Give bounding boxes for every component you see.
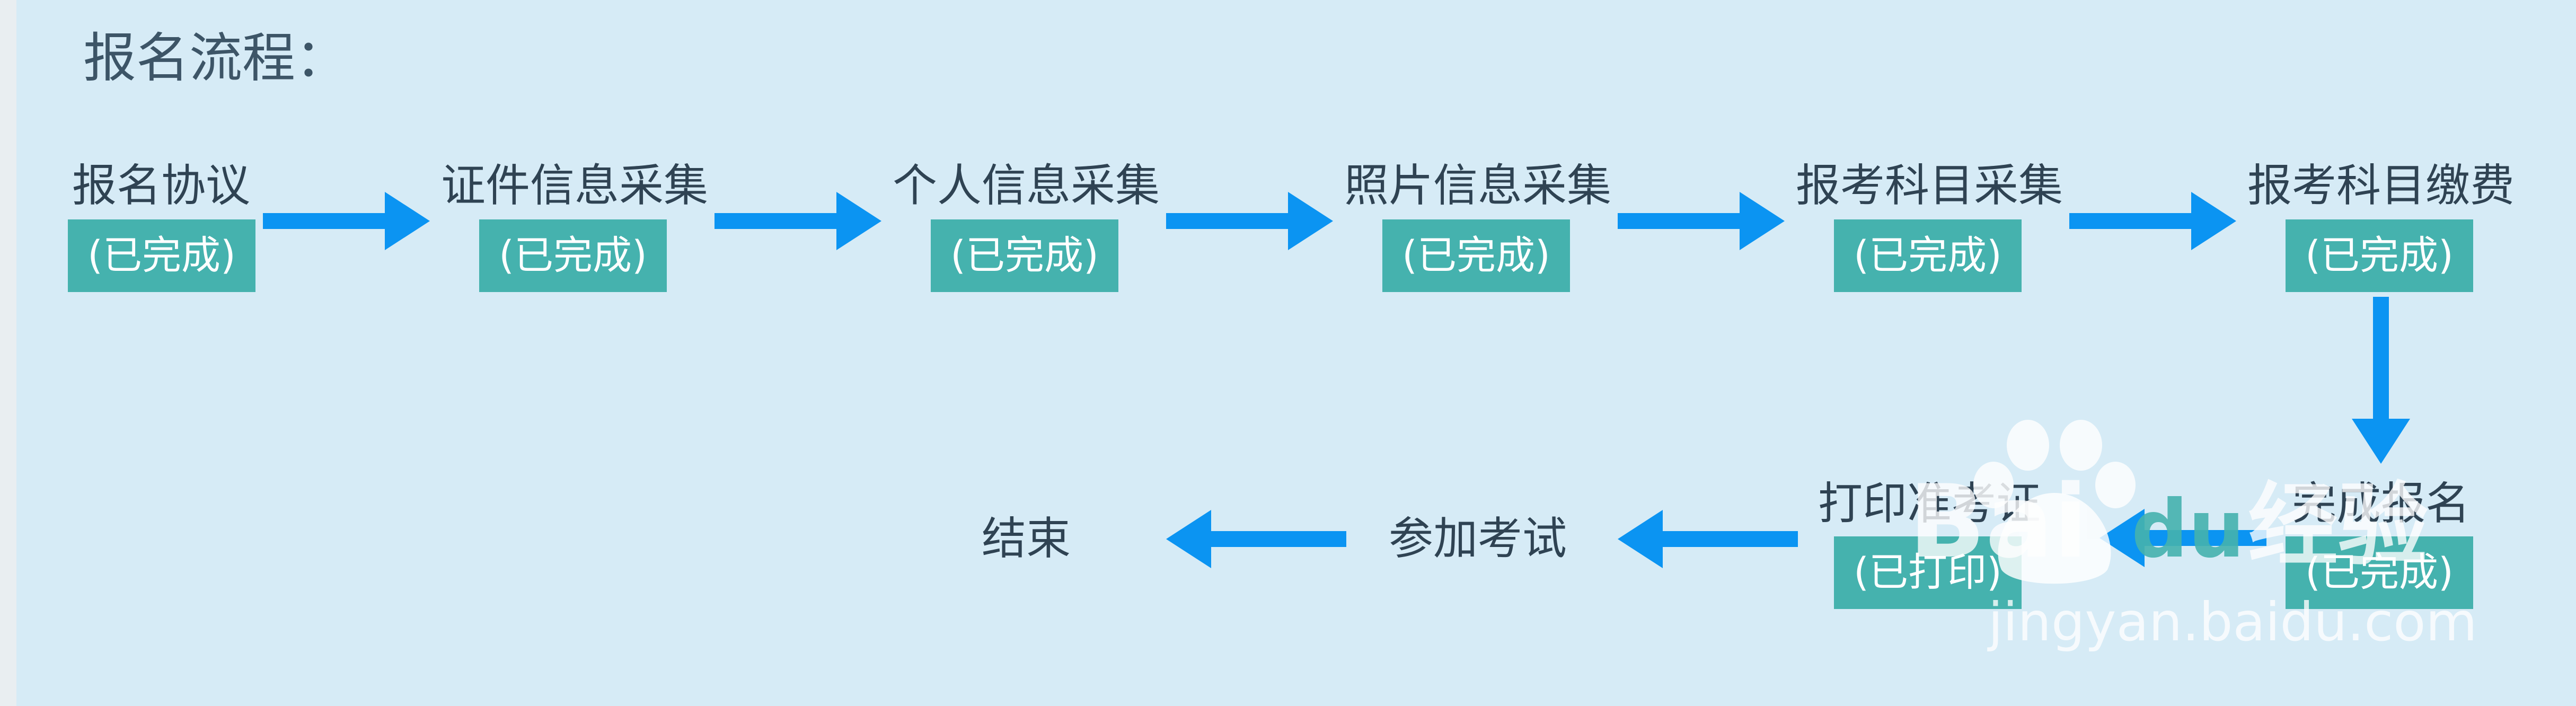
step-status-id-info: (已完成) <box>479 219 667 292</box>
step-label-personal-info: 个人信息采集 <box>892 160 1160 211</box>
step-status-agreement: (已完成) <box>68 219 255 292</box>
arrow-down-icon <box>2352 297 2410 464</box>
step-label-end: 结束 <box>981 513 1071 564</box>
arrow-left-icon <box>2099 509 2266 567</box>
svg-text:du: du <box>2131 483 2245 576</box>
step-label-subject-payment: 报考科目缴费 <box>2247 160 2515 211</box>
arrow-left-icon <box>1166 510 1346 568</box>
step-status-subject-payment: (已完成) <box>2286 219 2473 292</box>
step-status-photo-info: (已完成) <box>1382 219 1570 292</box>
step-label-id-info: 证件信息采集 <box>440 160 709 211</box>
step-status-personal-info: (已完成) <box>931 219 1118 292</box>
svg-text:Bai: Bai <box>1909 463 2088 580</box>
arrow-left-icon <box>1618 510 1798 568</box>
arrow-right-icon <box>1166 192 1333 250</box>
step-label-agreement: 报名协议 <box>72 160 251 211</box>
arrow-right-icon <box>1618 192 1785 250</box>
step-status-registration-done: (已完成) <box>2286 536 2473 609</box>
arrow-right-icon <box>2069 192 2236 250</box>
flowchart-canvas: 报名流程： 报名协议 (已完成) 证件信息采集 (已完成) 个人信息采集 (已完… <box>16 0 2576 706</box>
step-label-take-exam: 参加考试 <box>1388 513 1567 564</box>
step-status-subject-info: (已完成) <box>1834 219 2022 292</box>
step-label-photo-info: 照片信息采集 <box>1344 160 1612 211</box>
watermark-url: jingyan.baidu.com <box>1988 591 2477 653</box>
page-title: 报名流程： <box>83 27 348 89</box>
arrow-right-icon <box>263 192 430 250</box>
step-label-registration-done: 完成报名 <box>2291 478 2471 530</box>
arrow-right-icon <box>714 192 881 250</box>
step-label-subject-info: 报考科目采集 <box>1795 160 2063 211</box>
svg-text:经验: 经验 <box>2248 473 2428 578</box>
step-status-print-admission: (已打印) <box>1834 536 2022 609</box>
baidu-jingyan-watermark-logo: Bai du 经验 <box>1909 420 2428 584</box>
